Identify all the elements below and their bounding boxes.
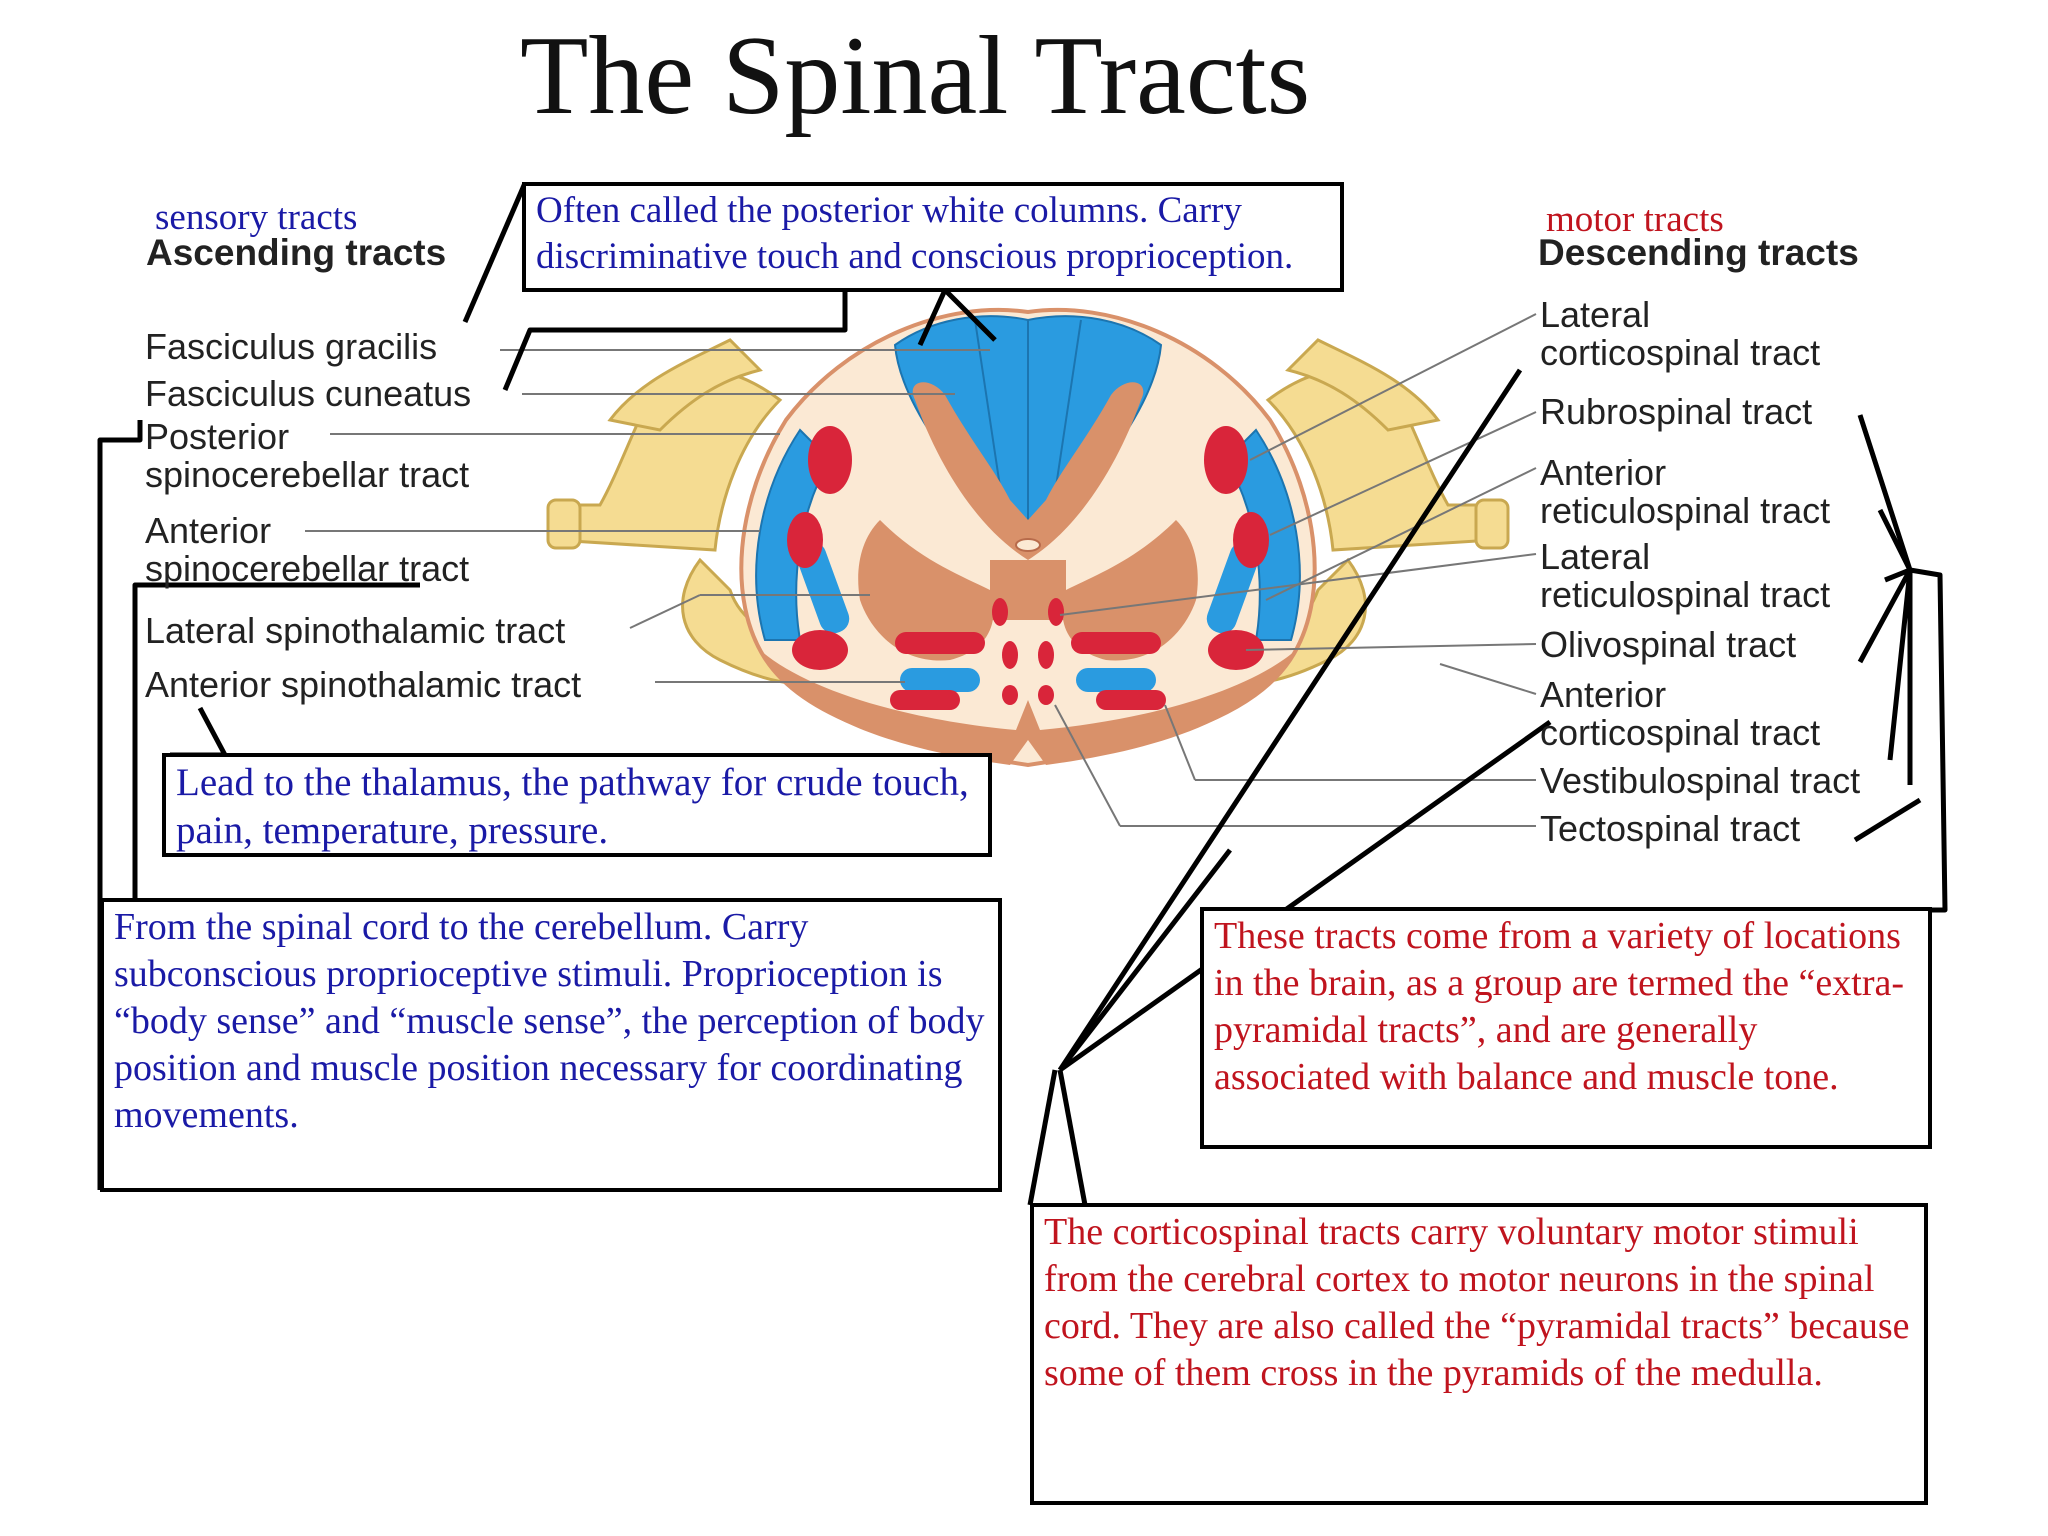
label-lateral-spinothalamic: Lateral spinothalamic tract	[145, 610, 566, 651]
note-extrapyramidal: These tracts come from a variety of loca…	[1200, 907, 1932, 1149]
label-fasciculus-gracilis: Fasciculus gracilis	[145, 326, 438, 367]
descending-tracts-heading: Descending tracts	[1538, 232, 1859, 273]
note-thalamus: Lead to the thalamus, the pathway for cr…	[162, 753, 992, 857]
label-anterior-spinothalamic: Anterior spinothalamic tract	[145, 664, 582, 705]
page-title: The Spinal Tracts	[520, 14, 1311, 138]
note-corticospinal: The corticospinal tracts carry voluntary…	[1030, 1203, 1928, 1505]
label-rubrospinal: Rubrospinal tract	[1540, 391, 1813, 432]
nerve-roots	[553, 338, 1495, 686]
label-tectospinal: Tectospinal tract	[1540, 808, 1801, 849]
label-olivospinal: Olivospinal tract	[1540, 624, 1797, 665]
motor-tracts-heading: motor tracts	[1546, 199, 1724, 240]
note-posterior-columns: Often called the posterior white columns…	[522, 182, 1344, 292]
gray-matter	[858, 382, 1198, 661]
ascending-tracts-heading: Ascending tracts	[146, 232, 447, 273]
note-cerebellum: From the spinal cord to the cerebellum. …	[100, 898, 1002, 1192]
label-fasciculus-cuneatus: Fasciculus cuneatus	[145, 373, 472, 414]
sensory-tracts-heading: sensory tracts	[155, 197, 358, 238]
label-vestibulospinal: Vestibulospinal tract	[1540, 760, 1861, 801]
descending-tracts-regions	[787, 426, 1269, 710]
